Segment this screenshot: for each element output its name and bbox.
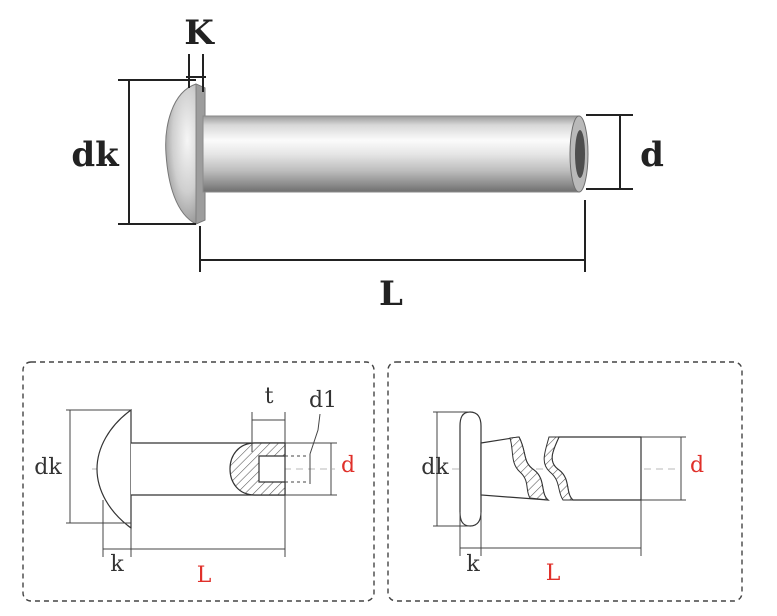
left-label-t: t bbox=[265, 384, 274, 409]
rivet-hollow-bore bbox=[575, 130, 585, 178]
left-rivet-hollow-section bbox=[229, 442, 286, 496]
left-label-k: k bbox=[110, 552, 124, 577]
left-rivet-head bbox=[96, 408, 132, 530]
right-label-k: k bbox=[466, 552, 480, 577]
left-label-dk: dk bbox=[34, 455, 62, 480]
rivet-head bbox=[165, 83, 206, 225]
rivet-photo bbox=[165, 83, 589, 225]
right-rivet-break-right bbox=[543, 436, 575, 501]
photo-label-k: K bbox=[184, 13, 215, 53]
right-label-d: d bbox=[690, 453, 704, 478]
left-label-d1: d1 bbox=[309, 388, 337, 413]
left-drawing-frame bbox=[22, 361, 375, 602]
left-label-l: L bbox=[197, 563, 212, 588]
photo-label-dk: dk bbox=[71, 135, 120, 175]
left-drawing-panel: dk k L t d1 d bbox=[22, 361, 375, 602]
photo-label-d: d bbox=[640, 135, 664, 175]
right-label-dk: dk bbox=[421, 455, 449, 480]
rivet-shaft bbox=[202, 115, 580, 193]
right-drawing-frame bbox=[387, 361, 743, 602]
photo-dimensions: K dk d L bbox=[71, 13, 664, 314]
photo-label-l: L bbox=[379, 274, 403, 314]
right-drawing-panel: dk k L d bbox=[387, 361, 743, 602]
right-label-l: L bbox=[546, 561, 561, 586]
left-label-d: d bbox=[341, 453, 355, 478]
right-rivet-break-left bbox=[509, 436, 550, 501]
right-rivet-head bbox=[459, 411, 482, 527]
